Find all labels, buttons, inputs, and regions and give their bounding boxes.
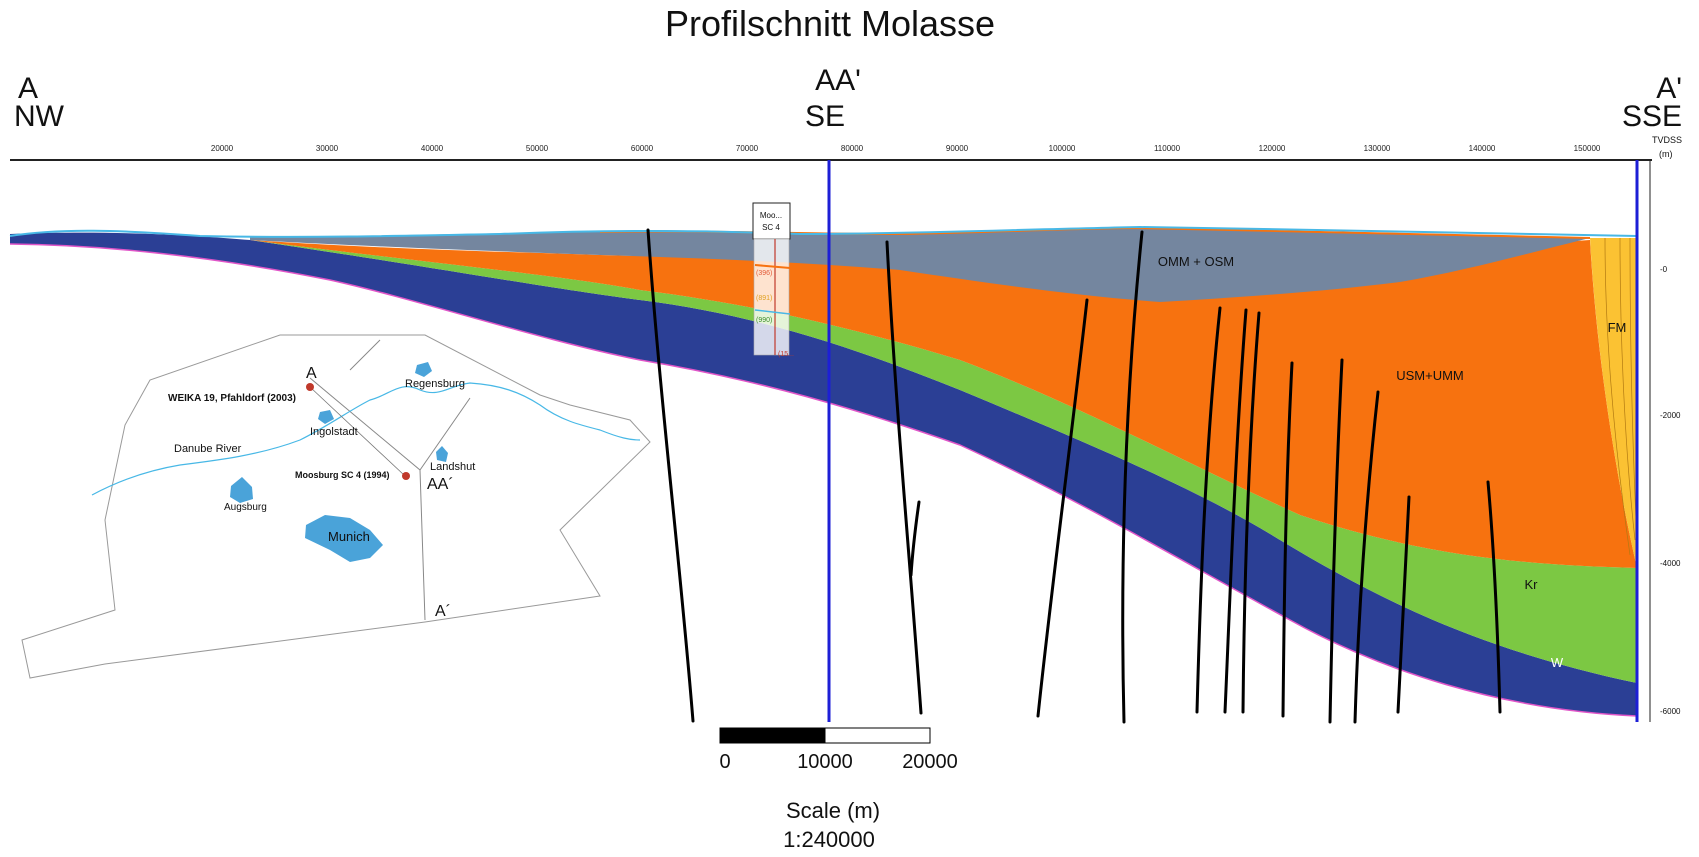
x-tick-label: 130000 xyxy=(1364,144,1391,153)
x-tick-label: 80000 xyxy=(841,144,864,153)
x-tick-label: 50000 xyxy=(526,144,549,153)
x-tick-label: 110000 xyxy=(1154,144,1181,153)
well-dot-moosburg xyxy=(402,472,410,480)
faults xyxy=(646,228,1502,724)
well-marker-line xyxy=(754,264,791,269)
map-label-munich: Munich xyxy=(328,529,370,544)
label-usm-umm: USM+UMM xyxy=(1396,368,1464,383)
fault-line xyxy=(1281,361,1294,718)
label-kr: Kr xyxy=(1525,577,1539,592)
fault-line xyxy=(1241,311,1261,714)
x-tick-label: 60000 xyxy=(631,144,654,153)
scale-title: Scale (m) xyxy=(786,798,880,823)
x-tick-label: 150000 xyxy=(1574,144,1601,153)
layer-omm-osm xyxy=(250,228,1590,302)
endpoint-right-dir: SSE xyxy=(1622,100,1682,133)
lake-augsburg xyxy=(230,477,253,503)
map-point-a: A xyxy=(306,365,317,382)
endpoint-left-dir: NW xyxy=(14,100,65,133)
fault-line xyxy=(1121,230,1144,724)
layer-fm xyxy=(1590,238,1637,568)
lake-ingolstadt xyxy=(318,410,334,424)
endpoint-middle-dir: SE xyxy=(805,100,845,133)
map-label-danube: Danube River xyxy=(174,443,242,455)
layer-w xyxy=(10,232,1637,716)
map-point-a-prime: A´ xyxy=(435,603,451,620)
well-marker-label: (990) xyxy=(756,317,772,324)
x-tick-label: 40000 xyxy=(421,144,444,153)
depth-tick-label: -6000 xyxy=(1660,707,1681,716)
location-map: WEIKA 19, Pfahldorf (2003) Moosburg SC 4… xyxy=(21,334,651,679)
x-tick-label: 70000 xyxy=(736,144,759,153)
fault-line xyxy=(646,228,695,723)
danube-river xyxy=(91,382,641,496)
well-marker-label: (396) xyxy=(756,270,772,277)
fault-line xyxy=(1223,308,1248,714)
endpoint-right-name: A' xyxy=(1656,72,1682,105)
endpoint-middle-name: AA' xyxy=(815,64,861,97)
lake-regensburg xyxy=(415,362,432,377)
well-header-box xyxy=(752,202,791,240)
map-label-landshut: Landshut xyxy=(430,461,475,473)
layer-usm-umm xyxy=(250,240,1637,568)
fault-line xyxy=(1036,298,1089,718)
scale-bar: 0 10000 20000 Scale (m) 1:240000 xyxy=(719,727,958,852)
well-marker-label: (15... xyxy=(778,351,794,358)
scale-label-20000: 20000 xyxy=(902,751,958,773)
depth-axis-title-1: TVDSS xyxy=(1652,135,1682,145)
map-line-a-aa xyxy=(309,386,405,476)
label-omm-osm: OMM + OSM xyxy=(1158,254,1234,269)
figure-title: Profilschnitt Molasse xyxy=(665,3,995,44)
x-tick-label: 30000 xyxy=(316,144,339,153)
x-axis-tick-labels: 20000 30000 40000 50000 60000 70000 8000… xyxy=(211,144,1601,153)
lake-munich xyxy=(305,515,383,562)
label-w: W xyxy=(1551,655,1564,670)
fault-line xyxy=(1195,306,1222,714)
map-outline xyxy=(21,334,651,679)
map-point-aa: AA´ xyxy=(427,476,454,493)
well-name-line2: SC 4 xyxy=(762,223,780,232)
endpoint-left-name: A xyxy=(18,72,38,105)
scale-label-0: 0 xyxy=(719,751,730,773)
scale-ratio: 1:240000 xyxy=(783,827,875,852)
well-dot-weika xyxy=(306,383,314,391)
scale-bar-black xyxy=(719,727,826,744)
well-name-line1: Moo... xyxy=(760,211,782,220)
map-label-ingolstadt: Ingolstadt xyxy=(310,426,358,438)
well-track xyxy=(753,238,790,356)
scale-label-10000: 10000 xyxy=(797,751,853,773)
fault-line xyxy=(1486,480,1502,714)
depth-tick-label: -4000 xyxy=(1660,559,1681,568)
label-fm: FM xyxy=(1608,320,1627,335)
fault-line xyxy=(885,240,923,715)
well-column: Moo... SC 4 (396) (891) (990) (15... xyxy=(752,202,794,358)
x-tick-label: 20000 xyxy=(211,144,234,153)
map-label-regensburg: Regensburg xyxy=(405,378,465,390)
depth-tick-label: -0 xyxy=(1660,265,1668,274)
fault-line xyxy=(909,500,921,577)
x-tick-label: 100000 xyxy=(1049,144,1076,153)
well-marker-line xyxy=(754,309,791,315)
map-label-weika: WEIKA 19, Pfahldorf (2003) xyxy=(168,393,296,404)
lake-landshut xyxy=(436,446,448,462)
fault-line xyxy=(1396,495,1411,714)
basement-bottom-line xyxy=(9,243,1638,717)
map-label-moosburg: Moosburg SC 4 (1994) xyxy=(295,470,390,480)
fault-line xyxy=(1353,390,1380,724)
x-tick-label: 140000 xyxy=(1469,144,1496,153)
fault-line xyxy=(1328,358,1344,724)
depth-tick-label: -2000 xyxy=(1660,411,1681,420)
scale-bar-white xyxy=(824,727,931,744)
x-tick-label: 90000 xyxy=(946,144,969,153)
x-tick-label: 120000 xyxy=(1259,144,1286,153)
depth-axis-title-2: (m) xyxy=(1659,149,1673,159)
fm-internal-lines xyxy=(1604,237,1637,556)
topography-line xyxy=(9,225,1638,238)
well-marker-label: (891) xyxy=(756,295,772,302)
map-label-augsburg: Augsburg xyxy=(224,502,267,513)
map-admin-boundary xyxy=(309,339,471,621)
